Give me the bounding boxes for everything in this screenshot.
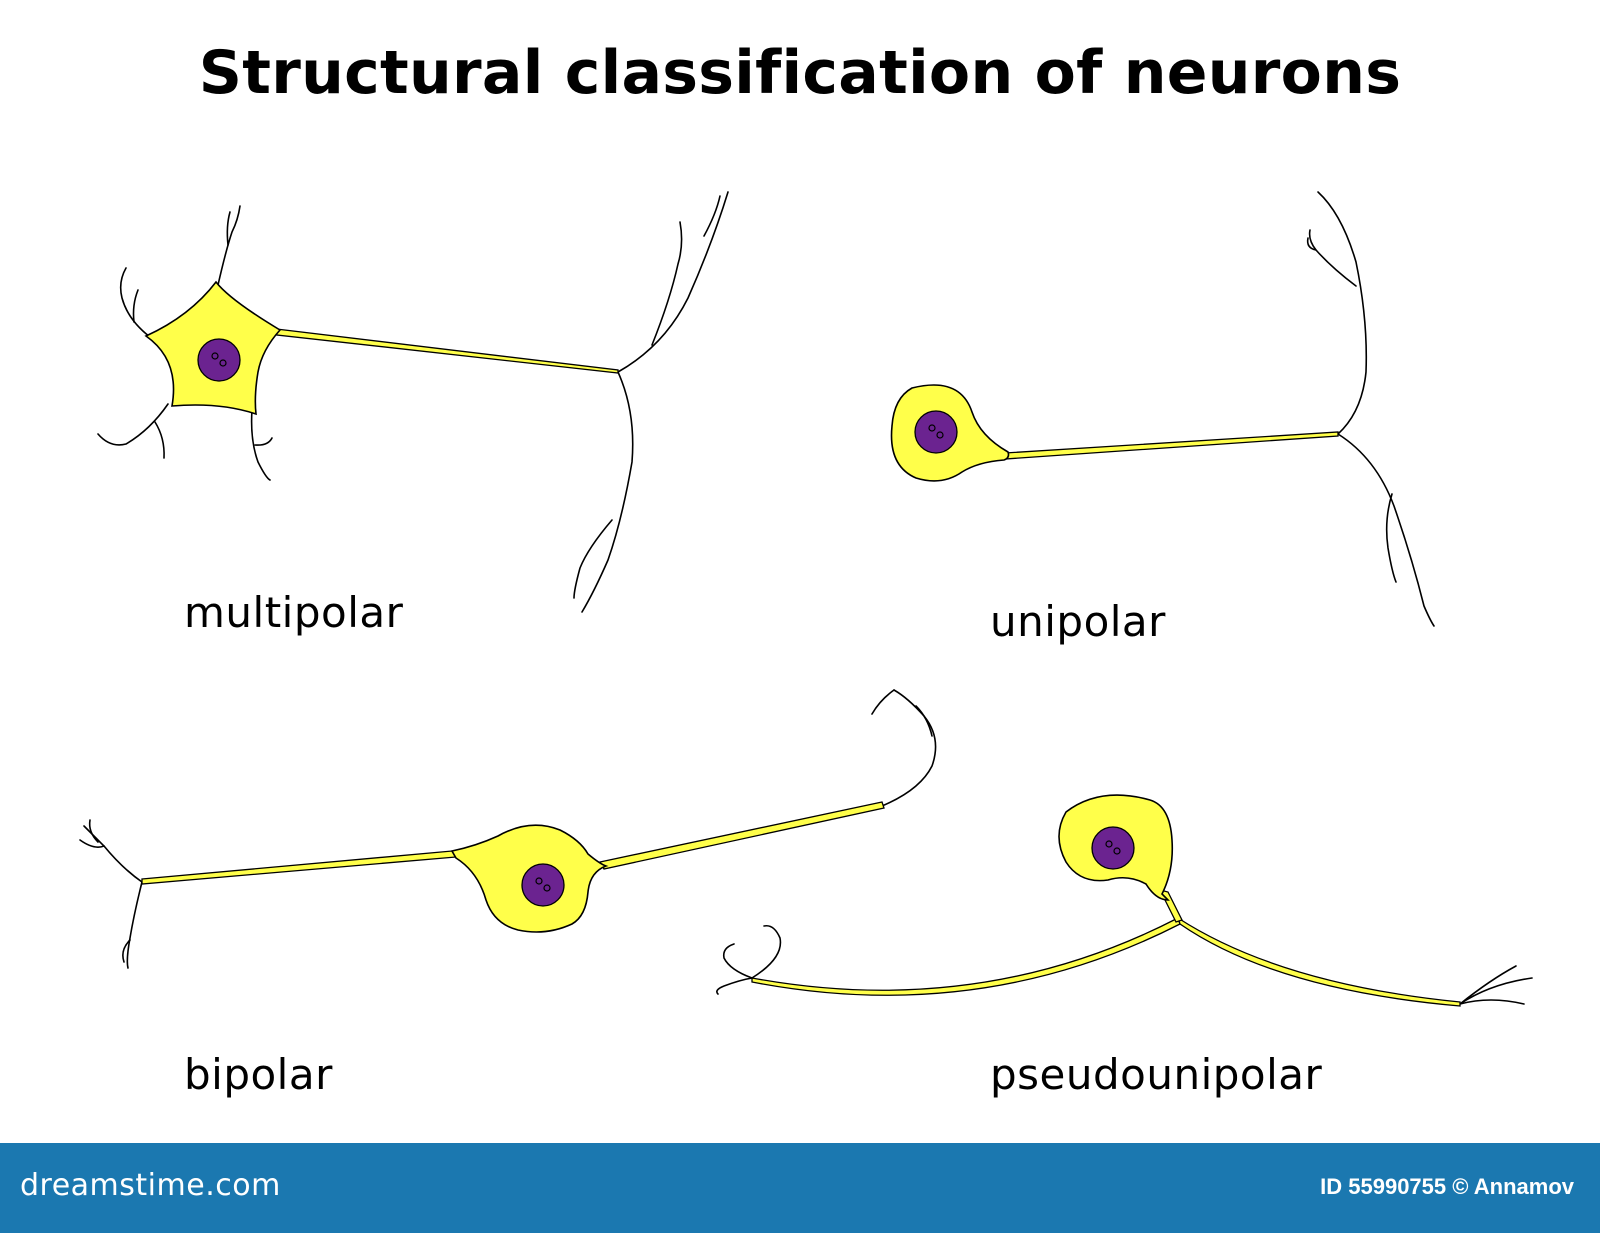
- unipolar-nucleus: [914, 410, 958, 454]
- label-multipolar: multipolar: [184, 588, 404, 637]
- multipolar-nucleus: [197, 338, 241, 382]
- multipolar-axon-terminals: [573, 191, 729, 613]
- label-pseudounipolar: pseudounipolar: [990, 1050, 1323, 1099]
- multipolar-neuron: [97, 191, 729, 613]
- diagram-title: Structural classification of neurons: [198, 38, 1402, 108]
- multipolar-axon: [267, 327, 619, 374]
- unipolar-axon: [1004, 431, 1339, 460]
- footer-logo: dreamstime.com: [20, 1168, 281, 1203]
- bipolar-dendrite-terminals: [79, 819, 143, 969]
- footer-credit: ID 55990755 © Annamov: [1320, 1174, 1574, 1199]
- multipolar-dendrites: [97, 205, 273, 481]
- unipolar-axon-terminals: [1306, 191, 1435, 627]
- footer-bar: dreamstime.com ID 55990755 © Annamov: [0, 1143, 1600, 1233]
- unipolar-neuron: [890, 191, 1435, 627]
- bipolar-dendrite: [141, 850, 458, 885]
- neuron-drawings: [79, 191, 1533, 1007]
- bipolar-nucleus: [521, 863, 565, 907]
- pseudounipolar-nucleus: [1091, 826, 1135, 870]
- pseudounipolar-right-terminals: [1459, 965, 1533, 1005]
- pseudounipolar-left-terminals: [716, 924, 782, 995]
- label-bipolar: bipolar: [184, 1050, 333, 1099]
- pseudounipolar-central-process: [1176, 916, 1461, 1007]
- pseudounipolar-peripheral-process: [751, 917, 1181, 996]
- pseudounipolar-neuron: [716, 794, 1533, 1007]
- bipolar-axon-terminals: [871, 689, 937, 807]
- label-unipolar: unipolar: [990, 597, 1166, 646]
- bipolar-axon: [598, 801, 885, 870]
- bipolar-neuron: [79, 689, 937, 969]
